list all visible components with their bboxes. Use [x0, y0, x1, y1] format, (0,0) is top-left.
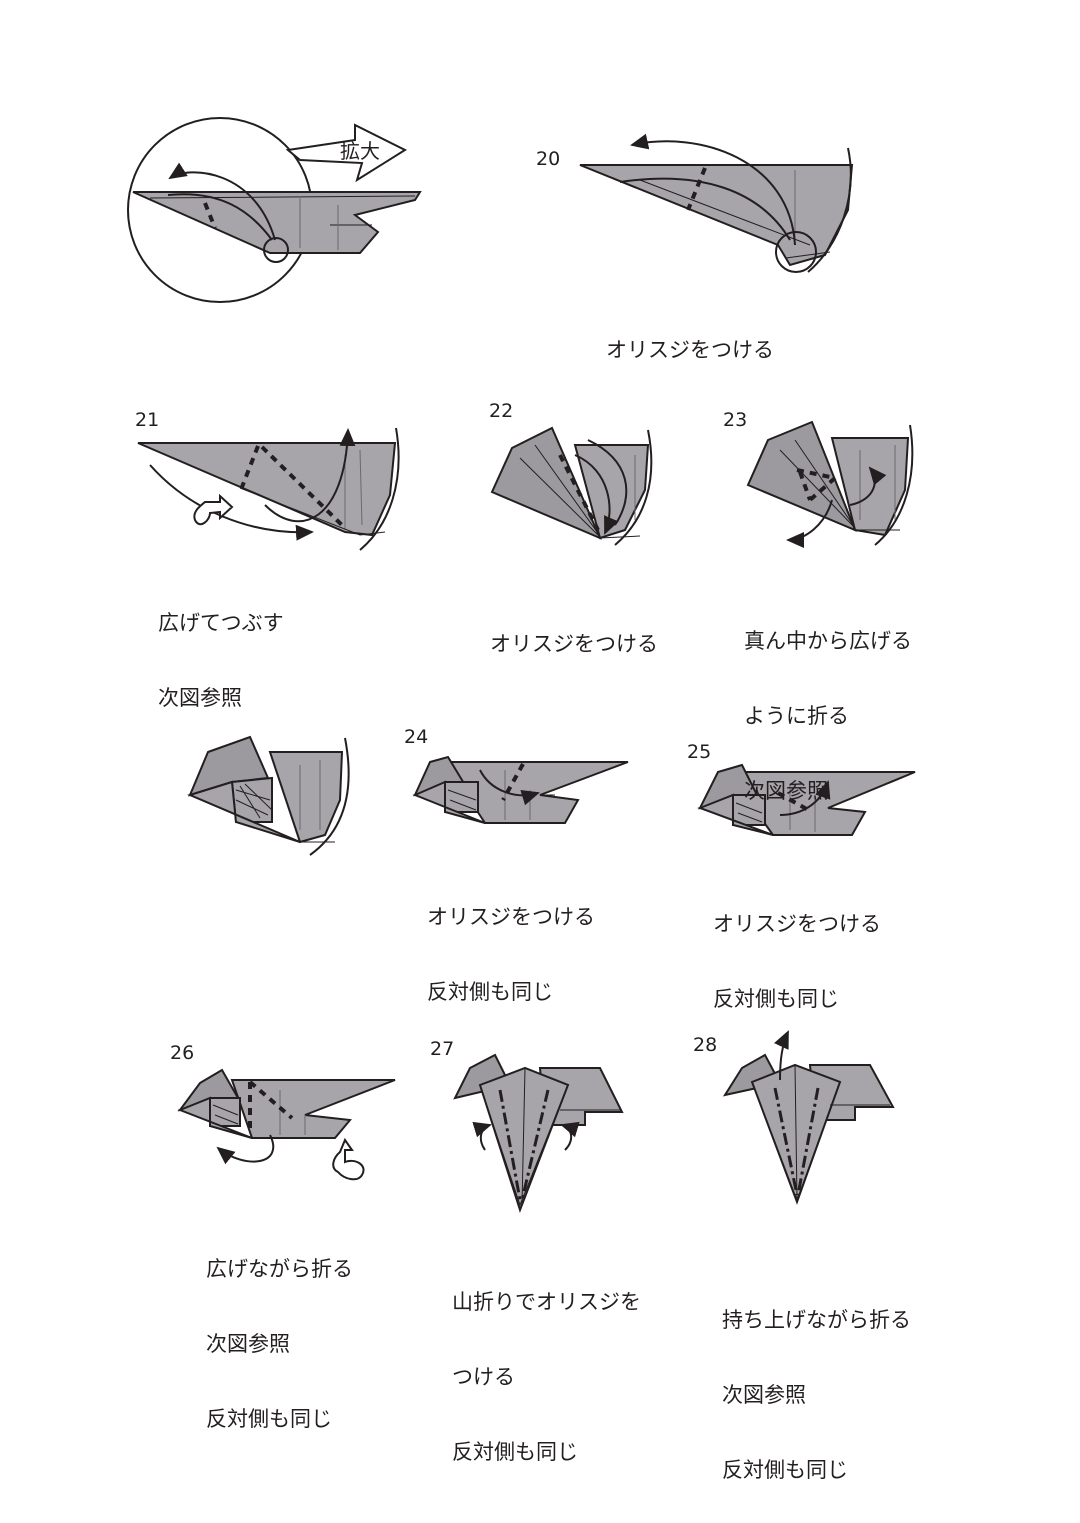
- step-28-caption: 持ち上げながら折る 次図参照 反対側も同じ: [722, 1258, 911, 1508]
- caption-line: 反対側も同じ: [427, 980, 553, 1004]
- figure-step-22: [490, 426, 653, 546]
- caption-line: オリスジをつける: [490, 632, 658, 656]
- step-28-number: 28: [693, 1034, 718, 1056]
- figure-step-27: [453, 1053, 624, 1214]
- zoom-label: 拡大: [340, 139, 380, 163]
- caption-line: 広げながら折る: [206, 1257, 353, 1281]
- figure-zoom: [127, 117, 422, 303]
- squash-icon: [332, 1137, 365, 1181]
- figure-step-26: [177, 1068, 396, 1181]
- caption-line: 広げてつぶす: [158, 611, 284, 635]
- step-21-caption: 広げてつぶす 次図参照: [158, 561, 284, 736]
- figure-step-28: [722, 1030, 895, 1205]
- caption-line: 次図参照: [722, 1383, 806, 1407]
- figure-step-20: [579, 133, 854, 273]
- caption-line: オリスジをつける: [713, 912, 881, 936]
- figure-step-24: [412, 755, 629, 824]
- step-26-number: 26: [170, 1042, 195, 1064]
- caption-line: 反対側も同じ: [713, 987, 839, 1011]
- zoom-arrow-icon: [285, 123, 408, 183]
- squash-icon: [193, 493, 234, 526]
- caption-line: ように折る: [744, 704, 849, 728]
- caption-line: 次図参照: [158, 686, 242, 710]
- figure-step-21: [137, 427, 400, 551]
- caption-line: 反対側も同じ: [206, 1407, 332, 1431]
- step-22-caption: オリスジをつける: [490, 582, 658, 682]
- caption-line: オリスジをつける: [606, 338, 774, 362]
- caption-line: 次図参照: [744, 779, 828, 803]
- step-23-number: 23: [723, 409, 748, 431]
- step-27-number: 27: [430, 1038, 455, 1060]
- step-25-number: 25: [687, 741, 712, 763]
- step-23-caption: 真ん中から広げる ように折る 次図参照: [744, 579, 912, 829]
- caption-line: 反対側も同じ: [452, 1440, 578, 1464]
- step-24-number: 24: [404, 726, 429, 748]
- caption-line: 持ち上げながら折る: [722, 1308, 911, 1332]
- step-24-caption: オリスジをつける 反対側も同じ: [427, 855, 595, 1030]
- step-20-number: 20: [536, 148, 561, 170]
- caption-line: 真ん中から広げる: [744, 629, 912, 653]
- step-25-caption: オリスジをつける 反対側も同じ: [713, 862, 881, 1037]
- caption-line: オリスジをつける: [427, 905, 595, 929]
- caption-line: 山折りでオリスジを: [452, 1290, 641, 1314]
- caption-line: つける: [452, 1365, 515, 1389]
- step-21-number: 21: [135, 409, 160, 431]
- figure-step-23: [746, 420, 914, 548]
- caption-line: 次図参照: [206, 1332, 290, 1356]
- step-27-caption: 山折りでオリスジを つける 反対側も同じ: [452, 1240, 641, 1490]
- step-20-caption: オリスジをつける: [606, 288, 774, 388]
- figure-step-23-result: [187, 735, 350, 856]
- step-26-caption: 広げながら折る 次図参照 反対側も同じ: [206, 1207, 353, 1457]
- step-22-number: 22: [489, 400, 514, 422]
- caption-line: 反対側も同じ: [722, 1458, 848, 1482]
- figure-step-25: [697, 763, 916, 836]
